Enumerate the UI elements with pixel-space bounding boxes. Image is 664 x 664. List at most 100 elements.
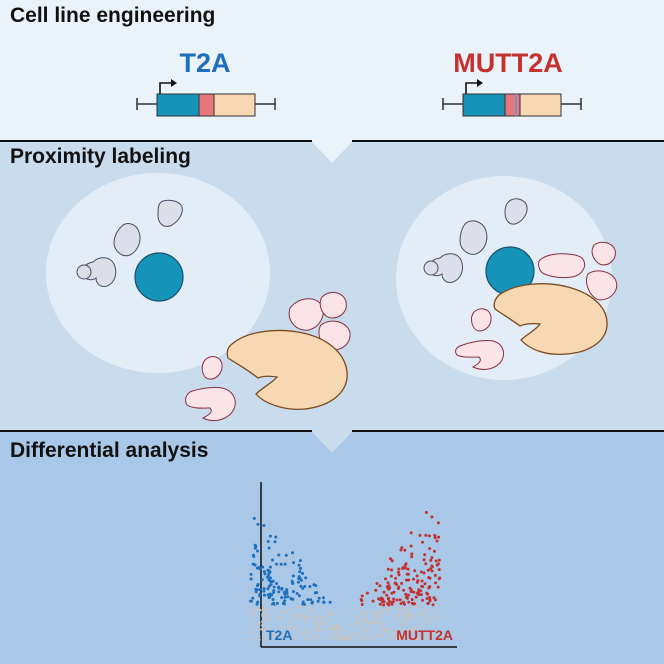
volcano-point [275, 562, 279, 566]
volcano-point [307, 606, 311, 610]
volcano-point [269, 580, 272, 583]
volcano-point [268, 625, 272, 628]
volcano-point [272, 585, 276, 589]
volcano-point [408, 615, 411, 618]
volcano-point [338, 625, 341, 628]
volcano-point [411, 629, 414, 632]
volcano-point [309, 598, 313, 602]
volcano-point [268, 565, 272, 569]
volcano-point [363, 620, 366, 623]
construct-mutt2a-tag-segment [519, 93, 562, 117]
volcano-point [286, 611, 289, 615]
volcano-point [429, 631, 432, 634]
volcano-point [403, 628, 406, 631]
volcano-point [314, 604, 317, 607]
volcano-point [367, 638, 370, 641]
volcano-point [291, 581, 295, 585]
volcano-point [261, 620, 264, 623]
volcano-point [329, 610, 332, 613]
volcano-point [412, 616, 415, 619]
volcano-point [282, 631, 285, 635]
volcano-point [249, 637, 252, 640]
volcano-point [411, 605, 414, 608]
volcano-point [407, 629, 410, 632]
volcano-point [328, 619, 331, 623]
volcano-point [280, 587, 284, 591]
volcano-point [305, 631, 309, 635]
volcano-point [425, 633, 428, 636]
construct-label-t2a: T2A [179, 48, 230, 78]
volcano-point [286, 609, 289, 612]
volcano-point [317, 623, 320, 626]
volcano-point [426, 568, 430, 572]
volcano-point [302, 603, 306, 607]
volcano-point [412, 590, 416, 594]
volcano-point [402, 620, 405, 623]
volcano-point [259, 608, 262, 612]
construct-mutt2a [442, 79, 582, 117]
volcano-point [328, 600, 332, 604]
volcano-point [267, 546, 271, 550]
volcano-point [375, 582, 379, 585]
volcano-point [409, 544, 413, 548]
volcano-point [355, 638, 359, 641]
volcano-point [256, 600, 260, 604]
volcano-point [252, 555, 256, 558]
volcano-point [318, 634, 321, 637]
volcano-point [293, 632, 296, 636]
volcano-point [301, 572, 305, 575]
volcano-point [378, 620, 382, 623]
volcano-point [251, 604, 254, 608]
volcano-point [274, 535, 278, 539]
volcano-point [417, 603, 420, 607]
volcano-point [334, 631, 337, 634]
volcano-point [407, 578, 411, 582]
volcano-point [388, 631, 392, 634]
volcano-point [381, 630, 384, 633]
volcano-point [249, 599, 253, 603]
volcano-point [322, 622, 325, 625]
volcano-point [423, 616, 427, 620]
volcano-point [283, 610, 287, 613]
volcano-point [427, 576, 431, 579]
volcano-point [263, 572, 267, 576]
volcano-point [410, 552, 414, 556]
volcano-point [348, 636, 351, 639]
volcano-point [283, 599, 287, 603]
volcano-point [249, 623, 252, 627]
volcano-point [319, 614, 322, 617]
construct-t2a-tag-segment [213, 93, 256, 117]
volcano-point [359, 634, 363, 637]
volcano-point [401, 635, 405, 638]
volcano-point [308, 617, 312, 620]
volcano-point [263, 593, 266, 597]
prey-protein-icon [319, 291, 347, 319]
volcano-point [385, 605, 389, 608]
volcano-point [432, 631, 435, 634]
volcano-point [395, 583, 399, 586]
volcano-point [278, 618, 282, 621]
volcano-point [320, 628, 323, 631]
volcano-point [417, 630, 420, 633]
volcano-point [410, 555, 414, 559]
volcano-point [399, 548, 403, 552]
bait-protein-icon [504, 198, 528, 225]
volcano-point [278, 615, 281, 618]
volcano-point [304, 615, 307, 618]
volcano-point [412, 602, 416, 606]
volcano-point [385, 610, 389, 614]
volcano-point [349, 634, 352, 637]
volcano-point [262, 524, 266, 527]
construct-label-mutt2a: MUTT2A [453, 48, 563, 78]
volcano-point [408, 623, 412, 626]
volcano-point [365, 612, 368, 615]
volcano-point [342, 636, 346, 639]
volcano-point [408, 586, 412, 590]
volcano-point [299, 584, 303, 588]
volcano-point [413, 569, 417, 573]
volcano-point [405, 578, 408, 582]
volcano-point [300, 634, 303, 637]
panel-cell-line-bg [0, 0, 664, 142]
volcano-point [262, 612, 265, 615]
volcano-point [279, 635, 283, 638]
